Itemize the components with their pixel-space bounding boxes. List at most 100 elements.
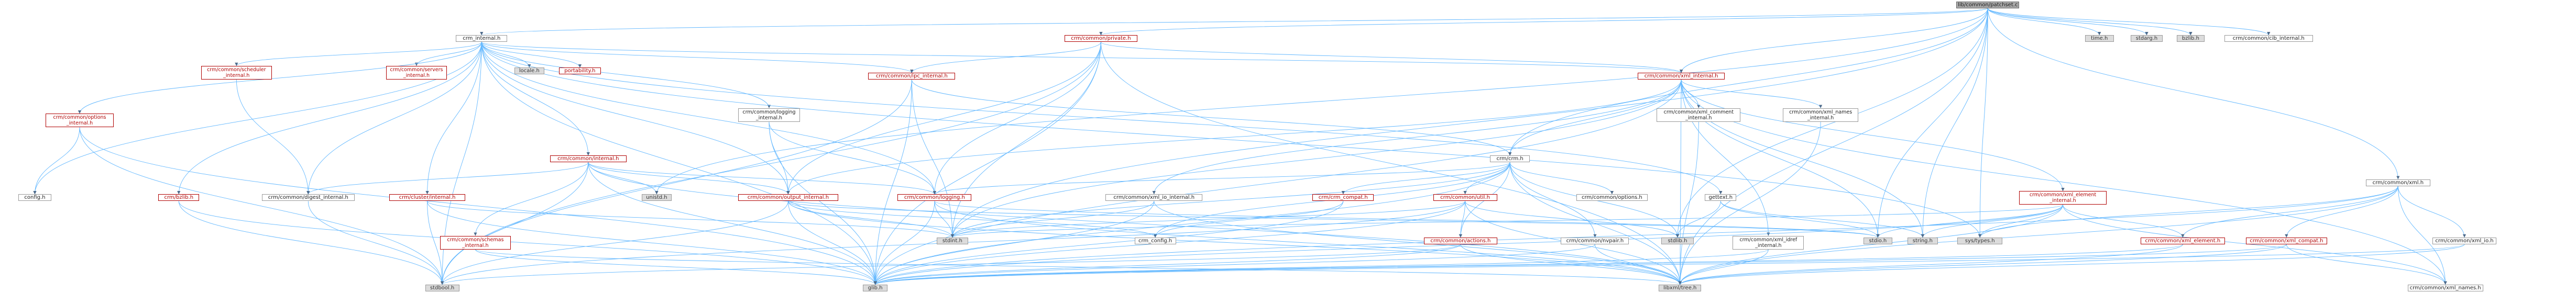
node-gettext[interactable]: gettext.h <box>1705 194 1737 201</box>
edge-crm-internal-to-internal <box>481 42 590 156</box>
node-digest-internal[interactable]: crm/common/digest_internal.h <box>261 194 355 201</box>
edge-internal-to-output-internal <box>588 162 790 195</box>
node-output-internal[interactable]: crm/common/output_internal.h <box>738 194 839 201</box>
node-logging-internal[interactable]: crm/common/logging _internal.h <box>738 108 801 122</box>
edge-private-to-output-internal <box>786 42 1101 195</box>
node-time: time.h <box>2085 35 2114 42</box>
edge-gettext-to-stdio <box>1720 201 1880 238</box>
edge-scheduler-internal-to-digest-internal <box>236 79 310 195</box>
node-string: string.h <box>1907 238 1938 244</box>
node-crm[interactable]: crm/crm.h <box>1490 155 1530 163</box>
edge-xml-to-xml-element <box>2181 186 2398 238</box>
node-cluster-internal[interactable]: crm/cluster/internal.h <box>389 194 465 201</box>
node-actions[interactable]: crm/common/actions.h <box>1424 238 1497 244</box>
edge-private-to-glib <box>873 42 1101 285</box>
node-root[interactable]: lib/common/patchset.c <box>1956 1 2020 8</box>
edge-xml-element-internal-to-string <box>1921 205 2064 238</box>
edge-ipc-internal-to-crm <box>911 80 1512 156</box>
edge-crm-internal-to-options-internal <box>78 42 482 114</box>
edge-crm-to-nvpair <box>1509 162 1597 238</box>
edge-output-internal-to-stdbool <box>440 201 788 285</box>
edge-logging-internal-to-output-internal <box>769 121 790 195</box>
edge-internal-to-stdbool <box>440 162 589 285</box>
node-xml-idref-internal[interactable]: crm/common/xml_idref _internal.h <box>1733 235 1804 250</box>
edge-xml-element-to-glib <box>873 244 2183 285</box>
node-crm-config[interactable]: crm_config.h <box>1134 238 1176 244</box>
edge-util-to-actions <box>1459 201 1466 238</box>
node-xml[interactable]: crm/common/xml.h <box>2365 179 2431 186</box>
edge-private-to-ipc-internal <box>910 42 1101 73</box>
edge-xml-element-internal-to-glib <box>873 205 2064 285</box>
node-glib: glib.h <box>862 285 888 291</box>
edge-crm-internal-to-config <box>33 42 482 195</box>
edge-logging-to-libxml-tree <box>934 201 1682 285</box>
edge-crm-to-crm-compat <box>1341 162 1510 195</box>
edge-ipc-internal-to-glib <box>873 80 912 285</box>
node-xml-element[interactable]: crm/common/xml_element.h <box>2140 238 2226 244</box>
node-servers-internal[interactable]: crm/common/servers _internal.h <box>386 66 447 80</box>
edge-crm-internal-to-logging <box>481 42 937 195</box>
edge-root-to-systypes <box>1978 8 1988 238</box>
edge-xml-compat-to-xml-names <box>2286 244 2447 285</box>
node-bzlib2[interactable]: crm/bzlib.h <box>158 194 200 201</box>
node-ipc-internal[interactable]: crm/common/ipc_internal.h <box>868 73 956 80</box>
node-private[interactable]: crm/common/private.h <box>1064 35 1138 42</box>
edge-bzlib2-to-stdbool <box>178 201 444 285</box>
edge-root-to-libxml-tree <box>1678 8 1988 285</box>
edge-nvpair-to-glib <box>873 244 1595 285</box>
node-config[interactable]: config.h <box>18 194 52 201</box>
edge-schemas-internal-to-glib <box>475 249 877 285</box>
edge-xml-internal-to-xml-idref-internal <box>1681 80 1770 236</box>
edge-root-to-stdarg <box>1987 8 2149 36</box>
edge-root-to-xml-internal-cib <box>1987 8 2271 36</box>
edge-crm-compat-to-crm-config <box>1154 201 1344 238</box>
edge-internal-to-digest-internal <box>306 162 589 195</box>
node-xml-names[interactable]: crm/common/xml_names.h <box>2407 285 2483 291</box>
node-stdint: stdint.h <box>936 238 969 244</box>
node-options-internal[interactable]: crm/common/options _internal.h <box>46 114 114 128</box>
edge-private-to-stdint <box>950 42 1101 238</box>
edge-crm-internal-to-logging-internal <box>481 42 771 108</box>
edge-root-to-bzlib <box>1987 8 2193 36</box>
edge-xml-compat-to-glib <box>873 244 2287 285</box>
edge-options-internal-to-glib <box>79 127 877 285</box>
edge-output-internal-to-libxml-tree <box>787 201 1682 285</box>
node-crm-internal[interactable]: crm_internal.h <box>456 35 508 42</box>
node-logging[interactable]: crm/common/logging.h <box>897 194 972 201</box>
edge-xml-to-xml-names <box>2397 186 2447 285</box>
node-xml-io[interactable]: crm/common/xml_io.h <box>2432 238 2496 244</box>
node-locale: locale.h <box>514 67 544 75</box>
edge-options-internal-to-config <box>33 127 80 195</box>
edge-crm-internal-to-digest-internal <box>306 42 482 195</box>
node-options[interactable]: crm/common/options.h <box>1576 194 1648 201</box>
edge-crm-to-logging <box>933 162 1510 195</box>
edge-xml-element-internal-to-systypes <box>1978 205 2064 238</box>
node-xml-internal[interactable]: crm/common/xml_internal.h <box>1637 73 1725 80</box>
edge-root-to-crm <box>1508 8 1988 156</box>
edge-xml-element-to-libxml-tree <box>1678 244 2183 285</box>
node-xml-element-internal[interactable]: crm/common/xml_element _internal.h <box>2019 191 2107 205</box>
node-schemas-internal[interactable]: crm/common/schemas _internal.h <box>440 235 511 250</box>
edge-crm-internal-to-scheduler-internal <box>235 41 482 66</box>
node-xml-internal-cib[interactable]: crm/common/cib_internal.h <box>2224 35 2313 42</box>
node-internal[interactable]: crm/common/internal.h <box>550 155 627 163</box>
edge-crm-internal-to-xml-internal <box>481 41 1683 73</box>
node-xml-compat[interactable]: crm/common/xml_compat.h <box>2245 238 2327 244</box>
edge-crm-to-options <box>1509 162 1614 195</box>
node-xml-names-internal[interactable]: crm/common/xml_names _internal.h <box>1783 108 1859 122</box>
node-nvpair[interactable]: crm/common/nvpair.h <box>1561 238 1629 244</box>
node-scheduler-internal[interactable]: crm/common/scheduler _internal.h <box>201 66 272 80</box>
edge-logging-to-glib <box>873 201 935 285</box>
node-xml-io-internal[interactable]: crm/common/xml_io_internal.h <box>1105 194 1203 201</box>
edge-crm-internal-to-portability <box>481 42 582 68</box>
edge-xml-io-to-glib <box>874 244 2465 285</box>
edge-internal-to-logging <box>588 162 936 195</box>
edge-output-internal-to-stdio <box>787 200 1880 238</box>
node-util[interactable]: crm/common/util.h <box>1433 194 1497 201</box>
node-xml-comment-internal[interactable]: crm/common/xml_comment _internal.h <box>1657 108 1741 122</box>
node-portability[interactable]: portability.h <box>558 67 601 75</box>
edge-xml-compat-to-libxml-tree <box>1678 244 2287 285</box>
edge-xml-element-internal-to-xml-element <box>2063 205 2185 238</box>
node-crm-compat[interactable]: crm/crm_compat.h <box>1312 194 1374 201</box>
